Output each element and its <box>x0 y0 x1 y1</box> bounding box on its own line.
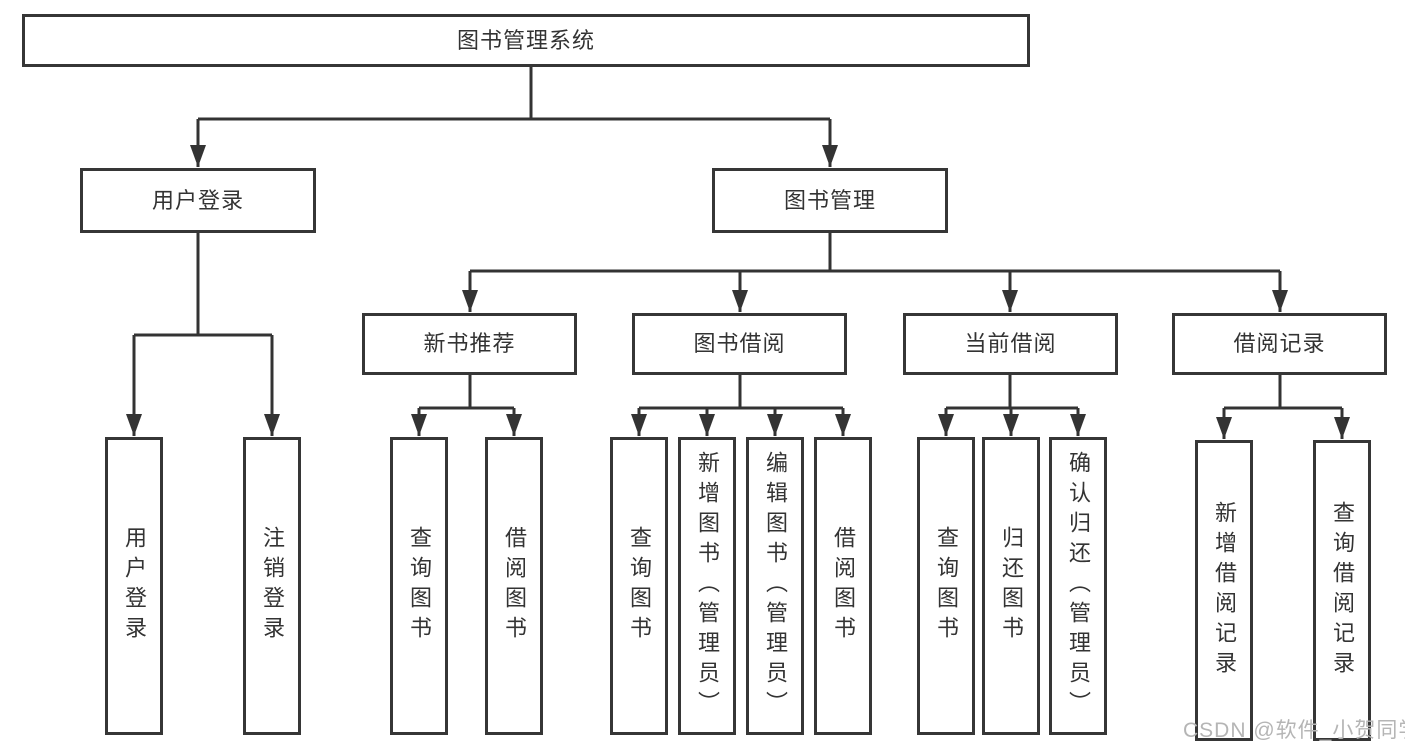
node-book-management: 图书管理 <box>712 168 948 233</box>
tree-skeleton-lines <box>134 67 1342 410</box>
node-library-management-system: 图书管理系统 <box>22 14 1030 67</box>
node-current-borrow: 当前借阅 <box>903 313 1118 375</box>
node-add-book-admin: 新增图书（管理员） <box>678 437 736 735</box>
node-label: 图书管理系统 <box>456 27 595 53</box>
node-user-login: 用户登录 <box>80 168 316 233</box>
node-edit-book-admin: 编辑图书（管理员） <box>746 437 804 735</box>
node-query-borrow-record: 查询借阅记录 <box>1313 440 1371 741</box>
node-logout: 注销登录 <box>243 437 301 735</box>
node-label: 归还图书 <box>999 526 1024 646</box>
node-label: 新书推荐 <box>423 331 516 356</box>
node-label: 查询借阅记录 <box>1330 500 1355 681</box>
node-borrow-books-leaf: 借阅图书 <box>814 437 872 735</box>
node-label: 注销登录 <box>260 526 285 646</box>
node-label: 查询图书 <box>934 526 959 646</box>
node-label: 用户登录 <box>151 187 244 213</box>
node-user-login-leaf: 用户登录 <box>105 437 163 735</box>
node-borrow-records: 借阅记录 <box>1172 313 1387 375</box>
node-return-books: 归还图书 <box>982 437 1040 735</box>
node-label: 图书管理 <box>783 187 876 213</box>
node-query-books-current: 查询图书 <box>917 437 975 735</box>
node-confirm-return-admin: 确认归还（管理员） <box>1049 437 1107 735</box>
node-label: 查询图书 <box>627 526 652 646</box>
node-borrow-books-recommend: 借阅图书 <box>485 437 543 735</box>
node-label: 确认归还（管理员） <box>1066 451 1091 721</box>
node-label: 借阅记录 <box>1233 331 1326 356</box>
node-add-borrow-record: 新增借阅记录 <box>1195 440 1253 741</box>
node-label: 编辑图书（管理员） <box>763 451 788 721</box>
node-label: 图书借阅 <box>693 331 786 356</box>
node-label: 当前借阅 <box>964 331 1057 356</box>
node-label: 借阅图书 <box>831 526 856 646</box>
node-label: 借阅图书 <box>502 526 527 646</box>
node-label: 新增借阅记录 <box>1212 500 1237 681</box>
node-label: 用户登录 <box>122 526 147 646</box>
node-label: 查询图书 <box>407 526 432 646</box>
node-book-borrow: 图书借阅 <box>632 313 847 375</box>
node-new-book-recommend: 新书推荐 <box>362 313 577 375</box>
node-query-books-borrow: 查询图书 <box>610 437 668 735</box>
node-label: 新增图书（管理员） <box>695 451 720 721</box>
node-query-books-recommend: 查询图书 <box>390 437 448 735</box>
csdn-watermark: CSDN @软件_小贺同学 <box>1183 719 1405 742</box>
